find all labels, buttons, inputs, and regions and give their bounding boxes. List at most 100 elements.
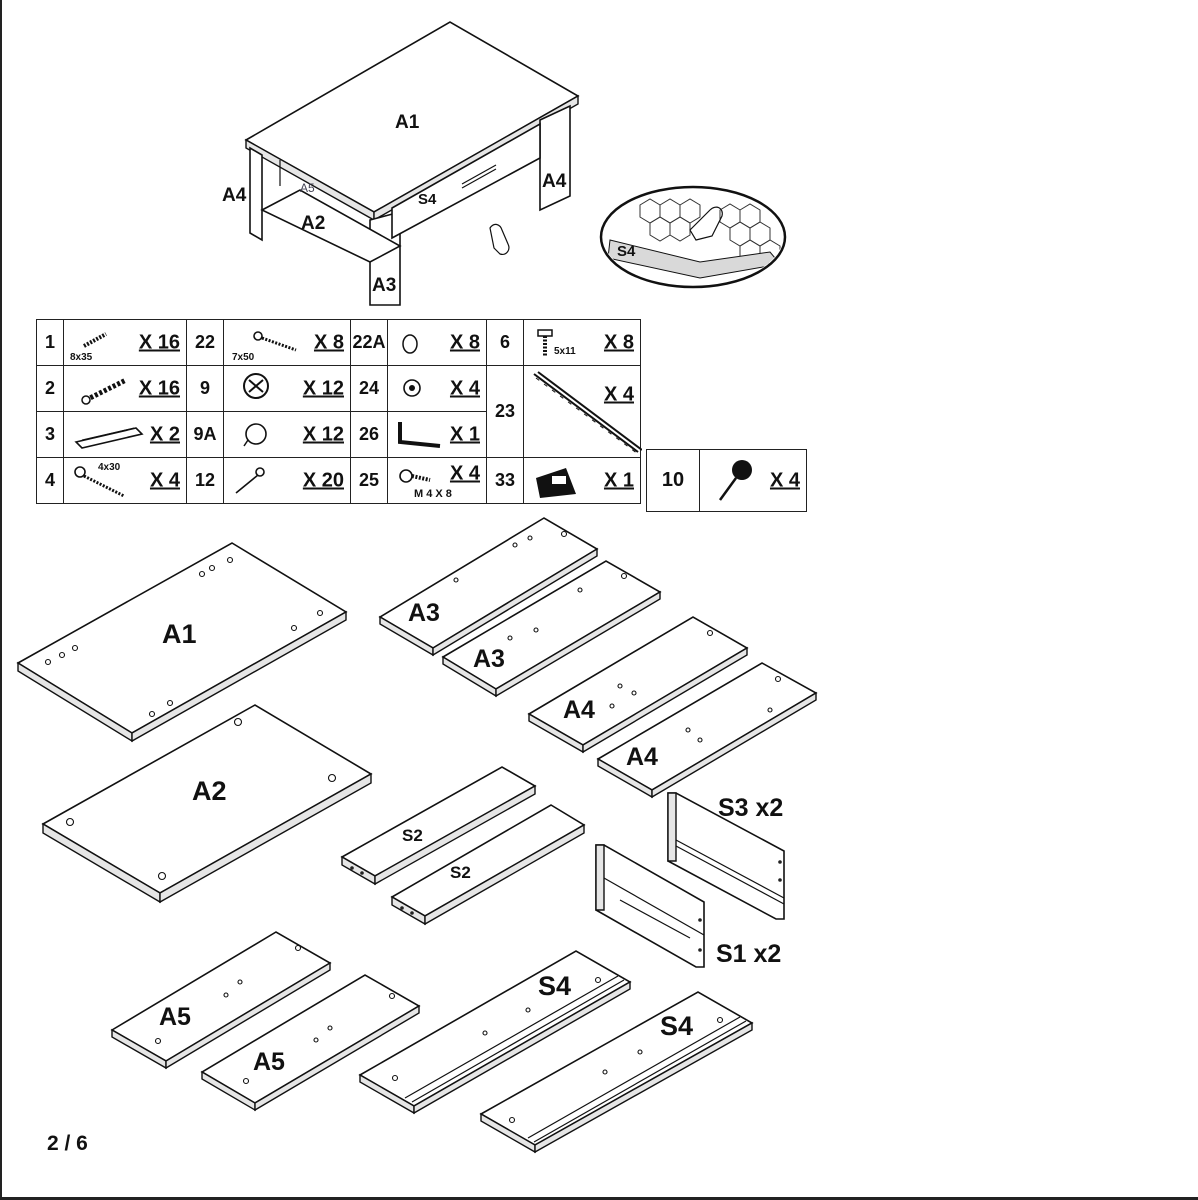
hw-item-22: 7x50 X 8 <box>223 319 351 366</box>
hw-qty-1: X 16 <box>138 331 180 353</box>
hardware-row: 1 8x35 X 16 22 7x50 X 8 22A X 8 6 5x11 X… <box>36 319 641 366</box>
hw-item-23: X 4 <box>523 365 642 458</box>
hardware-table: 1 8x35 X 16 22 7x50 X 8 22A X 8 6 5x11 X… <box>36 319 642 504</box>
allen-key-icon <box>398 422 441 448</box>
hw-qty-26: X 1 <box>449 423 480 445</box>
panel-label-a3-2: A3 <box>473 645 505 673</box>
panel-label-a1: A1 <box>162 619 197 649</box>
hw-item-22a: X 8 <box>387 319 487 366</box>
panel-label-s2-2: S2 <box>450 863 471 882</box>
hw-note-6: 5x11 <box>554 346 576 357</box>
hw-num-22: 22 <box>186 319 224 366</box>
hardware-row: 3 X 2 9A X 12 26 X 1 <box>36 411 641 458</box>
assembled-label-a3: A3 <box>372 275 396 296</box>
page-border-left <box>0 0 2 1200</box>
hw-num-22a: 22A <box>350 319 388 366</box>
hw-item-10: X 4 <box>699 449 807 512</box>
panel-a4-1: A4 <box>527 616 749 754</box>
assembled-label-a1: A1 <box>395 112 420 133</box>
hardware-row: 2 X 16 9 X 12 24 X 4 23 X 4 <box>36 365 642 458</box>
page-number: 2 / 6 <box>47 1132 88 1155</box>
hw-num-10: 10 <box>646 449 700 512</box>
cam-lock-icon <box>243 373 269 399</box>
hook-screw-icon <box>74 466 125 498</box>
panel-label-a5-2: A5 <box>253 1048 285 1076</box>
hw-note-4: 4x30 <box>98 462 121 473</box>
assembled-table: A1 A4 A4 A5 A2 A3 S4 <box>222 21 580 306</box>
panel-a5-1: A5 <box>110 931 332 1070</box>
glue-pack-icon <box>536 468 576 498</box>
panel-label-s4-1: S4 <box>538 971 571 1001</box>
hardware-extra-table: 10 X 4 <box>646 449 807 512</box>
hw-num-9: 9 <box>186 365 224 412</box>
panel-s3: S3 x2 <box>667 792 785 920</box>
hw-num-9a: 9A <box>186 411 224 458</box>
nail-icon <box>235 467 265 494</box>
panel-label-a5-1: A5 <box>159 1003 191 1031</box>
hardware-row: 4 4x30 X 4 12 X 20 25 M 4 X 8 X 4 33 X 1 <box>36 457 641 504</box>
assembled-label-a2: A2 <box>301 213 325 234</box>
cap-icon <box>243 423 267 447</box>
hw-qty-23: X 4 <box>603 383 634 406</box>
hw-item-25: M 4 X 8 X 4 <box>387 457 487 504</box>
hw-item-6: 5x11 X 8 <box>523 319 641 366</box>
panel-label-a4-2: A4 <box>626 743 658 771</box>
panel-label-s1: S1 x2 <box>716 940 781 968</box>
panel-s1: S1 x2 <box>595 844 781 968</box>
hw-num-4: 4 <box>36 457 64 504</box>
wood-dowel-icon <box>83 332 107 348</box>
hw-qty-2: X 16 <box>138 377 180 399</box>
panel-label-a4-1: A4 <box>563 696 595 724</box>
assembled-label-a4-right: A4 <box>542 171 567 192</box>
cam-bolt-icon <box>81 377 128 405</box>
hw-num-1: 1 <box>36 319 64 366</box>
hw-qty-25: X 4 <box>449 462 480 485</box>
handle-icon <box>74 427 144 449</box>
hw-qty-33: X 1 <box>603 469 634 491</box>
hw-qty-22a: X 8 <box>449 331 480 353</box>
hw-num-3: 3 <box>36 411 64 458</box>
foot-pad-icon <box>718 460 752 501</box>
panel-label-s2-1: S2 <box>402 826 423 845</box>
hw-num-2: 2 <box>36 365 64 412</box>
hw-num-6: 6 <box>486 319 524 366</box>
panel-label-s4-2: S4 <box>660 1011 693 1041</box>
drawer-rail-icon <box>533 371 642 455</box>
hw-note-22: 7x50 <box>232 352 255 363</box>
panel-s2-2: S2 <box>390 804 586 926</box>
assembled-label-s4: S4 <box>418 191 437 208</box>
panel-a3-2: A3 <box>441 560 662 698</box>
hw-num-25: 25 <box>350 457 388 504</box>
hw-qty-6: X 8 <box>603 331 634 353</box>
panel-label-a2: A2 <box>192 776 227 806</box>
hw-num-23: 23 <box>486 365 524 458</box>
detail-label-s4: S4 <box>617 243 636 260</box>
cam-lock-small-icon <box>403 379 421 397</box>
hw-num-12: 12 <box>186 457 224 504</box>
hw-num-24: 24 <box>350 365 388 412</box>
hw-item-1: 8x35 X 16 <box>63 319 187 366</box>
panel-s4-1: S4 <box>358 950 632 1115</box>
hw-item-9a: X 12 <box>223 411 351 458</box>
hw-qty-12: X 20 <box>302 469 344 491</box>
panel-label-s3: S3 x2 <box>718 794 783 822</box>
long-screw-icon <box>253 331 297 352</box>
hw-item-12: X 20 <box>223 457 351 504</box>
panel-a1: A1 <box>16 542 348 743</box>
hw-num-33: 33 <box>486 457 524 504</box>
panel-a2: A2 <box>41 704 373 904</box>
page-border-bottom <box>0 1197 1198 1200</box>
hw-num-26: 26 <box>350 411 388 458</box>
hw-qty-4: X 4 <box>149 469 180 491</box>
assembled-label-a4-left: A4 <box>222 185 247 206</box>
panel-label-a3-1: A3 <box>408 599 440 627</box>
hw-qty-3: X 2 <box>149 423 180 445</box>
hw-item-9: X 12 <box>223 365 351 412</box>
ring-icon <box>402 334 418 354</box>
bolt-icon <box>399 469 431 483</box>
detail-ellipse: S4 <box>599 185 787 289</box>
hw-qty-9a: X 12 <box>302 423 344 445</box>
panel-a5-2: A5 <box>200 974 421 1112</box>
hw-item-4: 4x30 X 4 <box>63 457 187 504</box>
